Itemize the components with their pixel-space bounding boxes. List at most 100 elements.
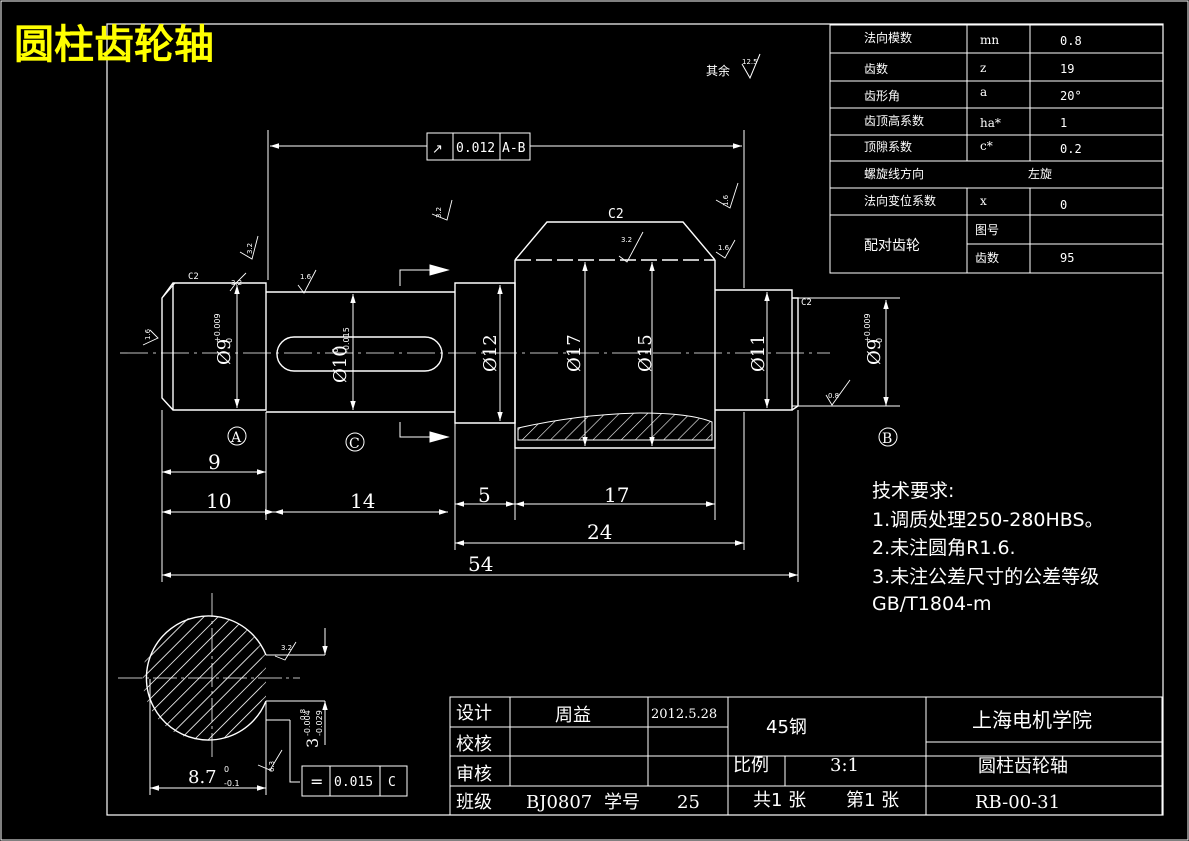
key-depth: 3 — [303, 738, 322, 748]
svg-text:上海电机学院: 上海电机学院 — [972, 708, 1092, 732]
symmetry-frame — [301, 765, 408, 797]
svg-text:6.3: 6.3 — [268, 761, 276, 772]
chamfer-left: C2 — [188, 272, 199, 282]
section-width-dim: 8.7 0 -0.1 — [188, 765, 240, 788]
datum-a: A — [230, 430, 242, 446]
svg-text:1.6: 1.6 — [300, 273, 312, 281]
tol-upper: 0 — [224, 765, 229, 774]
param-name: 法向模数 — [864, 30, 912, 45]
svg-text:3.2: 3.2 — [231, 279, 242, 287]
svg-text:25: 25 — [677, 792, 700, 813]
left-end-diameter: Ø9 — [214, 339, 235, 365]
svg-text:0.8: 0.8 — [299, 709, 307, 720]
tol-upper: +0.009 — [213, 313, 222, 343]
tech-item: 3.未注公差尺寸的公差等级 — [872, 566, 1099, 588]
tech-item: 1.调质处理250-280HBS。 — [872, 509, 1104, 531]
chamfer-right: C2 — [801, 298, 812, 308]
title-block-grid — [449, 696, 1163, 816]
svg-text:第1 张: 第1 张 — [846, 790, 899, 811]
length-dimension-lines — [161, 410, 799, 582]
param-value: 0.2 — [1060, 142, 1082, 156]
tol-upper: -0.004 — [303, 710, 312, 736]
gear-parameter-values: 法向模数 mn 0.8 齿数 z 19 齿形角 a 20° 齿顶高系数 ha* … — [864, 30, 1082, 265]
svg-text:45钢: 45钢 — [766, 717, 807, 738]
symmetry-datum: C — [388, 775, 396, 790]
svg-text:0.8: 0.8 — [828, 392, 839, 400]
svg-text:周益: 周益 — [555, 705, 591, 726]
roughness-values: 1.6 3.2 1.6 0.8 3.2 1.6 3.2 1.6 3.2 0.8 … — [144, 194, 839, 772]
tol-lower: 0 — [225, 338, 234, 343]
svg-text:学号: 学号 — [604, 792, 640, 813]
param-name: 齿形角 — [864, 89, 900, 103]
tech-requirements: 技术要求: 1.调质处理250-280HBS。 2.未注圆角R1.6. 3.未注… — [872, 480, 1104, 615]
svg-text:14: 14 — [350, 489, 375, 513]
svg-text:3.2: 3.2 — [621, 236, 632, 244]
param-symbol: x — [980, 194, 987, 208]
svg-text:1.6: 1.6 — [144, 328, 152, 340]
tol-upper: +0.009 — [863, 313, 872, 343]
svg-text:3.2: 3.2 — [281, 644, 292, 652]
svg-text:3.2: 3.2 — [246, 243, 254, 254]
param-symbol: a — [980, 85, 987, 99]
diameter-dim-lines — [234, 262, 900, 446]
title-block-text: 设计 周益 2012.5.28 校核 审核 班级 BJ0807 学号 25 45… — [456, 703, 1092, 813]
svg-text:比例: 比例 — [733, 755, 769, 776]
svg-text:圆柱齿轮轴: 圆柱齿轮轴 — [978, 756, 1068, 777]
param-symbol: ha* — [980, 116, 1001, 130]
svg-text:3.2: 3.2 — [435, 207, 443, 218]
param-symbol: c* — [980, 139, 993, 153]
shaft-outline — [161, 221, 799, 449]
chamfer-gear: C2 — [608, 207, 624, 222]
runout-symbol: ↗ — [432, 142, 443, 157]
tol-lower: -0.029 — [315, 710, 324, 736]
gear-break-hatch — [517, 412, 713, 441]
svg-text:54: 54 — [468, 552, 493, 576]
mating-gear-label: 配对齿轮 — [864, 238, 920, 254]
param-value: 0.8 — [1060, 34, 1082, 48]
svg-text:10: 10 — [206, 489, 231, 513]
drawing-title: 圆柱齿轮轴 — [14, 22, 214, 68]
param-name: 法向变位系数 — [864, 193, 936, 208]
svg-text:校核: 校核 — [456, 734, 492, 755]
length-dimension-labels: 9 10 14 5 17 24 54 — [206, 450, 629, 576]
tol-lower: 0 — [875, 338, 884, 343]
param-value: 1 — [1060, 116, 1067, 130]
gear-parameter-table — [829, 24, 1164, 274]
roughness-symbols — [142, 182, 851, 771]
shoulder-diameter: Ø12 — [480, 334, 501, 372]
diameter-labels: Ø9 +0.009 0 Ø10 0 -0.015 Ø12 Ø17 Ø15 Ø11… — [213, 313, 885, 383]
tol-lower: -0.015 — [342, 327, 351, 353]
mating-key: 齿数 — [975, 250, 999, 265]
tol-upper: 0 — [331, 348, 340, 353]
svg-text:班级: 班级 — [456, 792, 492, 813]
roughness-note: 其余 12.5 — [706, 53, 761, 80]
svg-text:3:1: 3:1 — [830, 755, 859, 776]
svg-text:BJ0807: BJ0807 — [526, 792, 592, 813]
section-cut-arrows — [399, 264, 450, 443]
svg-text:24: 24 — [587, 520, 612, 544]
param-value: 0 — [1060, 198, 1067, 212]
svg-text:RB-00-31: RB-00-31 — [975, 792, 1060, 813]
tech-item: 2.未注圆角R1.6. — [872, 537, 1016, 559]
symmetry-value: 0.015 — [334, 775, 373, 790]
keyway-section — [118, 593, 328, 795]
gear-root-diameter: Ø15 — [635, 334, 656, 372]
svg-text:共1 张: 共1 张 — [753, 790, 806, 811]
right-shoulder-diameter: Ø11 — [748, 334, 769, 372]
mating-value: 95 — [1060, 251, 1074, 265]
section-width: 8.7 — [188, 767, 217, 788]
param-symbol: z — [980, 61, 986, 75]
svg-text:1.6: 1.6 — [722, 194, 730, 206]
svg-text:2012.5.28: 2012.5.28 — [651, 707, 717, 722]
svg-text:5: 5 — [478, 483, 491, 507]
mating-key: 图号 — [975, 223, 999, 237]
svg-text:9: 9 — [208, 450, 221, 474]
svg-text:1.6: 1.6 — [718, 244, 730, 252]
param-name: 齿数 — [864, 61, 888, 76]
svg-text:12.5: 12.5 — [742, 58, 758, 66]
svg-text:其余: 其余 — [706, 63, 730, 78]
gear-tip-diameter: Ø17 — [564, 334, 585, 372]
svg-text:设计: 设计 — [456, 703, 492, 724]
